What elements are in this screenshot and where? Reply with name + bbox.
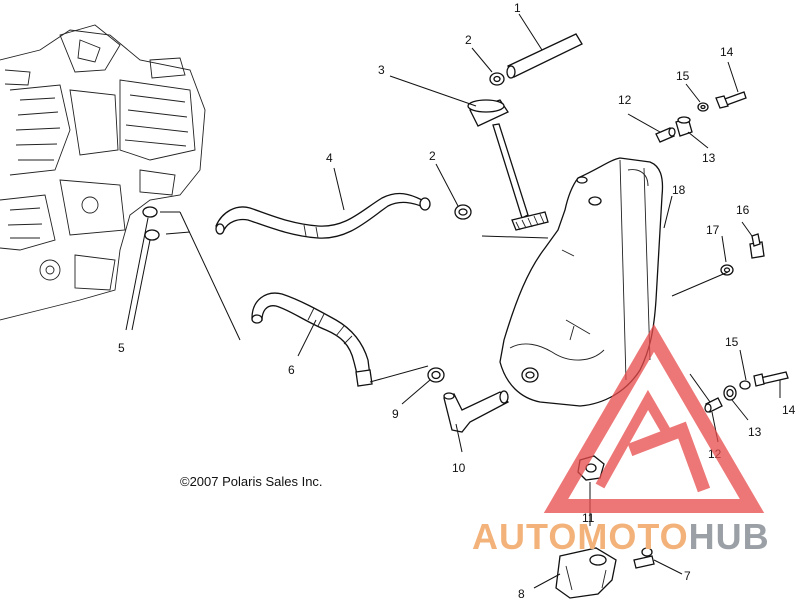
callout-2-middle: 2 [429,149,436,163]
callout-3: 3 [378,63,385,77]
clamp-5-upper [142,206,158,218]
callout-15-top: 15 [676,69,690,83]
callout-14-bottom: 14 [782,403,796,417]
callout-18: 18 [672,183,686,197]
part-15-washer-bottom [739,380,751,390]
watermark-brand: AUTOMOTOHUB [472,516,770,558]
part-9-clamp [427,367,445,383]
part-7-bolt [633,547,655,569]
callout-15-bottom: 15 [725,335,739,349]
callout-13-bottom: 13 [748,425,762,439]
callouts: 1 2 3 14 15 12 13 4 2 18 16 17 5 6 15 14… [118,1,796,601]
callout-16: 16 [736,203,750,217]
part-14-bolt-top [715,91,747,109]
part-3-dipstick [467,99,549,231]
callout-2-top: 2 [465,33,472,47]
engine-block-sketch [0,24,206,321]
callout-8: 8 [518,587,525,600]
part-17-washer [720,264,734,276]
part-14-bolt-bottom [753,371,789,387]
part-1-tube [506,33,583,79]
callout-12-top: 12 [618,93,632,107]
clamp-5-lower [144,229,160,241]
callout-9: 9 [392,407,399,421]
part-2-clamp-middle [454,204,472,220]
part-8-bracket [555,547,617,599]
leader-lines [125,13,781,589]
part-16-bolt [749,233,765,259]
part-12-grommet-bottom [704,397,723,413]
watermark-logo [543,324,765,513]
part-13-bushing-bottom [723,385,737,401]
callout-6: 6 [288,363,295,377]
callout-13-top: 13 [702,151,716,165]
callout-7: 7 [684,569,691,583]
callout-1: 1 [514,1,521,15]
part-12-grommet-top [655,127,676,143]
part-13-bushing-top [675,116,693,137]
callout-5: 5 [118,341,125,355]
callout-11: 11 [582,511,595,525]
part-18-oil-tank [499,157,664,407]
callout-14-top: 14 [720,45,734,59]
watermark-brand-part2: HUB [688,516,770,557]
watermark-brand-part1: AUTOMOTO [472,516,689,557]
part-6-hose [251,292,373,387]
callout-4: 4 [326,151,333,165]
part-4-hose [215,192,431,239]
callout-17: 17 [706,223,720,237]
part-2-clamp-top [489,72,505,86]
part-10-elbow-fitting [443,390,509,433]
copyright-text: ©2007 Polaris Sales Inc. [180,474,323,489]
part-15-washer-top [697,102,709,112]
callout-10: 10 [452,461,466,475]
